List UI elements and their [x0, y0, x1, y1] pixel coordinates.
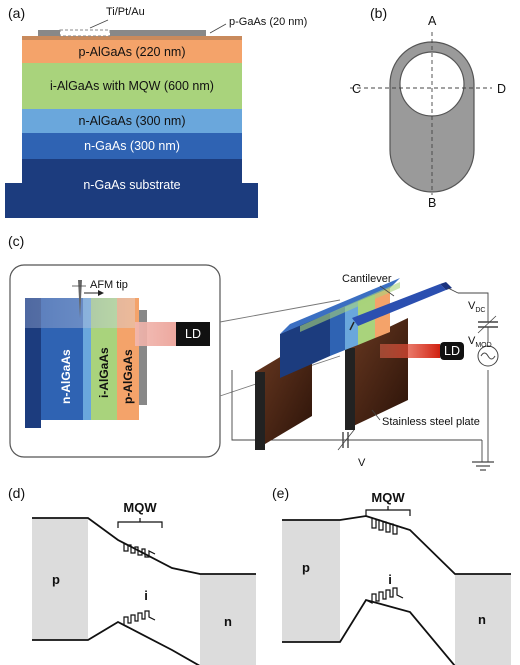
inset-ld-box — [176, 322, 210, 346]
n-region-e — [455, 574, 511, 665]
contact-left — [38, 30, 60, 36]
panel-label-b: (b) — [370, 5, 387, 21]
band-diagram-e — [282, 506, 511, 665]
ld-label: LD — [444, 344, 460, 358]
afm-tip-label: AFM tip — [90, 279, 128, 291]
panel-label-a: (a) — [8, 5, 25, 21]
layer-i-algaas-mqw — [22, 63, 242, 109]
label-C: C — [352, 82, 361, 96]
mqw-wells-vb-d — [117, 610, 156, 626]
mqw-label-d: MQW — [123, 500, 157, 515]
valence-band-e — [282, 598, 456, 665]
layer-n-gaas — [22, 133, 242, 159]
p-region-d — [32, 518, 88, 640]
layer-vert-label-2: p-AlGaAs — [121, 349, 135, 404]
substrate-base — [5, 183, 258, 218]
valence-band-d — [32, 620, 201, 665]
layer-label-0: p-AlGaAs (220 nm) — [79, 45, 186, 59]
p-label-e: p — [302, 560, 310, 575]
panel-label-e: (e) — [272, 485, 289, 501]
vmod-label: VMOD — [468, 335, 492, 349]
contact-label: Ti/Pt/Au — [106, 6, 145, 18]
label-B: B — [428, 196, 436, 210]
panel-label-d: (d) — [8, 485, 25, 501]
layer-vert-label-0: n-AlGaAs — [59, 349, 73, 404]
v-label: V — [358, 457, 366, 469]
band-diagram-d — [32, 517, 256, 665]
plate-label: Stainless steel plate — [382, 416, 480, 428]
vdc-label: VDC — [468, 300, 485, 314]
contact-window — [59, 29, 111, 37]
layer-p-gaas-cap — [22, 36, 242, 40]
layer-n-algaas — [22, 109, 242, 133]
layer-label-4: n-GaAs substrate — [83, 178, 180, 192]
layer-p-algaas — [22, 40, 242, 63]
layer-label-3: n-GaAs (300 nm) — [84, 139, 180, 153]
layer-label-1: i-AlGaAs with MQW (600 nm) — [50, 79, 214, 93]
layer-stack — [5, 19, 258, 218]
layer-vert-label-1: i-AlGaAs — [97, 347, 111, 398]
device-3d — [231, 278, 499, 471]
mqw-wells-vb-e — [365, 587, 404, 604]
mesa-top-view — [350, 32, 492, 195]
panel-label-c: (c) — [8, 233, 24, 249]
n-label-e: n — [478, 612, 486, 627]
afm-tip-cone — [78, 280, 82, 318]
mqw-wells-cb-d — [117, 539, 156, 558]
i-label-d: i — [144, 588, 148, 603]
layer-label-2: n-AlGaAs (300 nm) — [79, 114, 186, 128]
n-label-d: n — [224, 614, 232, 629]
p-region-e — [282, 520, 340, 642]
i-label-e: i — [388, 572, 392, 587]
mqw-wells-cb-e — [365, 515, 404, 535]
p-label-d: p — [52, 572, 60, 587]
conduction-band-e — [282, 515, 511, 575]
n-region-d — [200, 574, 256, 665]
label-A: A — [428, 14, 437, 28]
cantilever-label: Cantilever — [342, 273, 392, 285]
contact-right — [110, 30, 206, 36]
mqw-label-e: MQW — [371, 490, 405, 505]
layer-n-gaas-substrate — [22, 159, 242, 185]
label-D: D — [497, 82, 506, 96]
ld-box — [440, 342, 464, 360]
inset-ld-label: LD — [185, 327, 201, 341]
cap-label: p-GaAs (20 nm) — [229, 16, 307, 28]
